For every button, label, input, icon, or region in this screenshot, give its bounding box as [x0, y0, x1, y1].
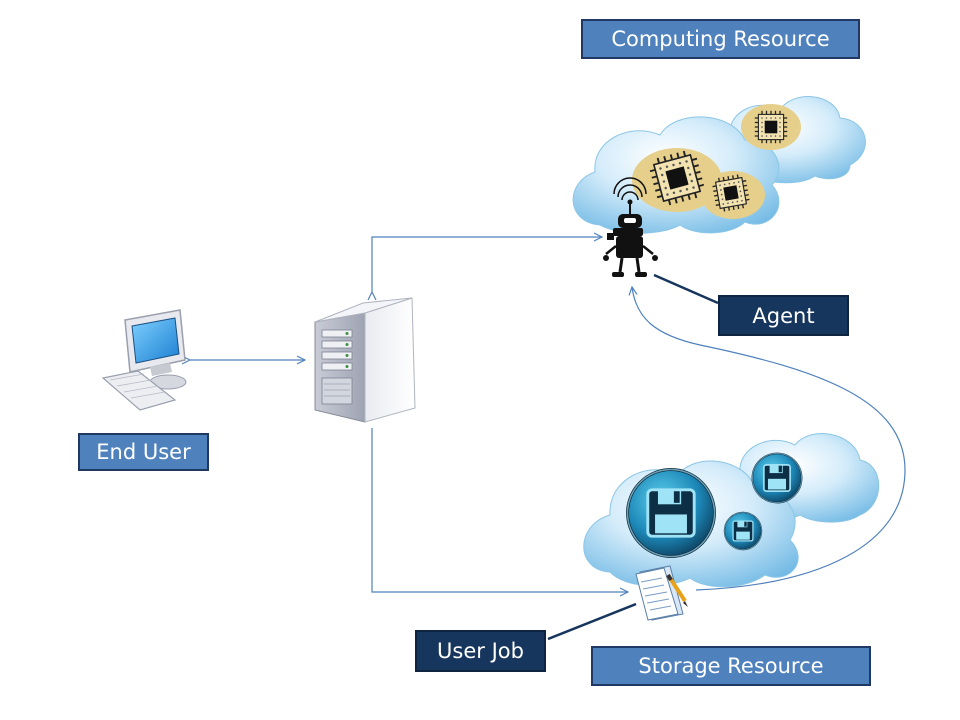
agent-callout-line	[653, 273, 719, 305]
userjob-callout-line	[547, 602, 637, 641]
job-agent-arrow	[632, 287, 906, 591]
floppy-disk-icon	[723, 511, 763, 551]
floppy-disk-icon	[626, 468, 716, 558]
user-job-label: User Job	[415, 630, 546, 672]
end-user-label: End User	[78, 433, 209, 471]
floppy-disk-icon	[751, 452, 803, 504]
robot-agent-icon	[603, 177, 658, 277]
document-pencil-icon	[635, 565, 688, 621]
storage-resource-label: Storage Resource	[591, 646, 871, 686]
server-agent-arrow	[372, 237, 602, 292]
computing-resource-label: Computing Resource	[581, 19, 860, 59]
agent-label: Agent	[718, 295, 849, 336]
chip-icon	[754, 110, 788, 144]
computer-icon	[101, 309, 187, 411]
server-icon	[314, 297, 416, 423]
server-job-arrow	[371, 428, 628, 592]
